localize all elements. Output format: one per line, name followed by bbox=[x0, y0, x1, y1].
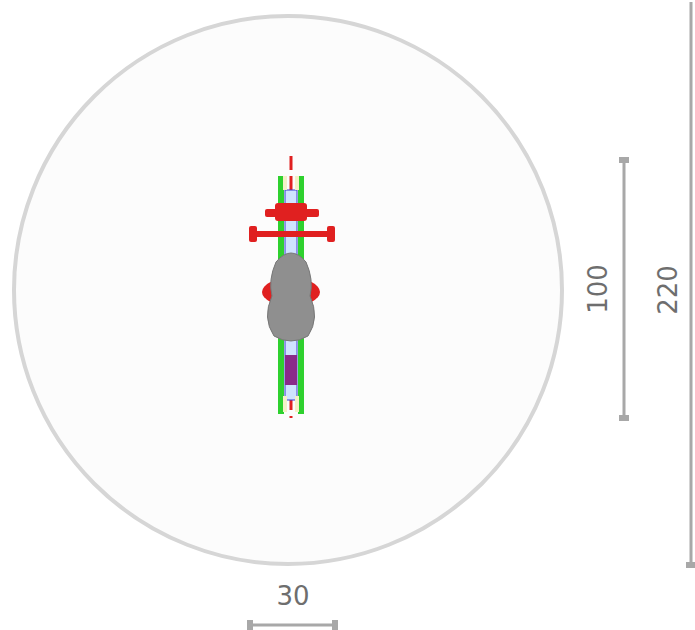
dimension-label: 30 bbox=[276, 583, 309, 609]
spring-rider bbox=[249, 156, 335, 418]
dimension-label: 220 bbox=[655, 265, 681, 315]
safety-zone bbox=[14, 16, 562, 564]
dimension-label: 100 bbox=[585, 264, 611, 314]
dimension-lines bbox=[250, 2, 695, 630]
